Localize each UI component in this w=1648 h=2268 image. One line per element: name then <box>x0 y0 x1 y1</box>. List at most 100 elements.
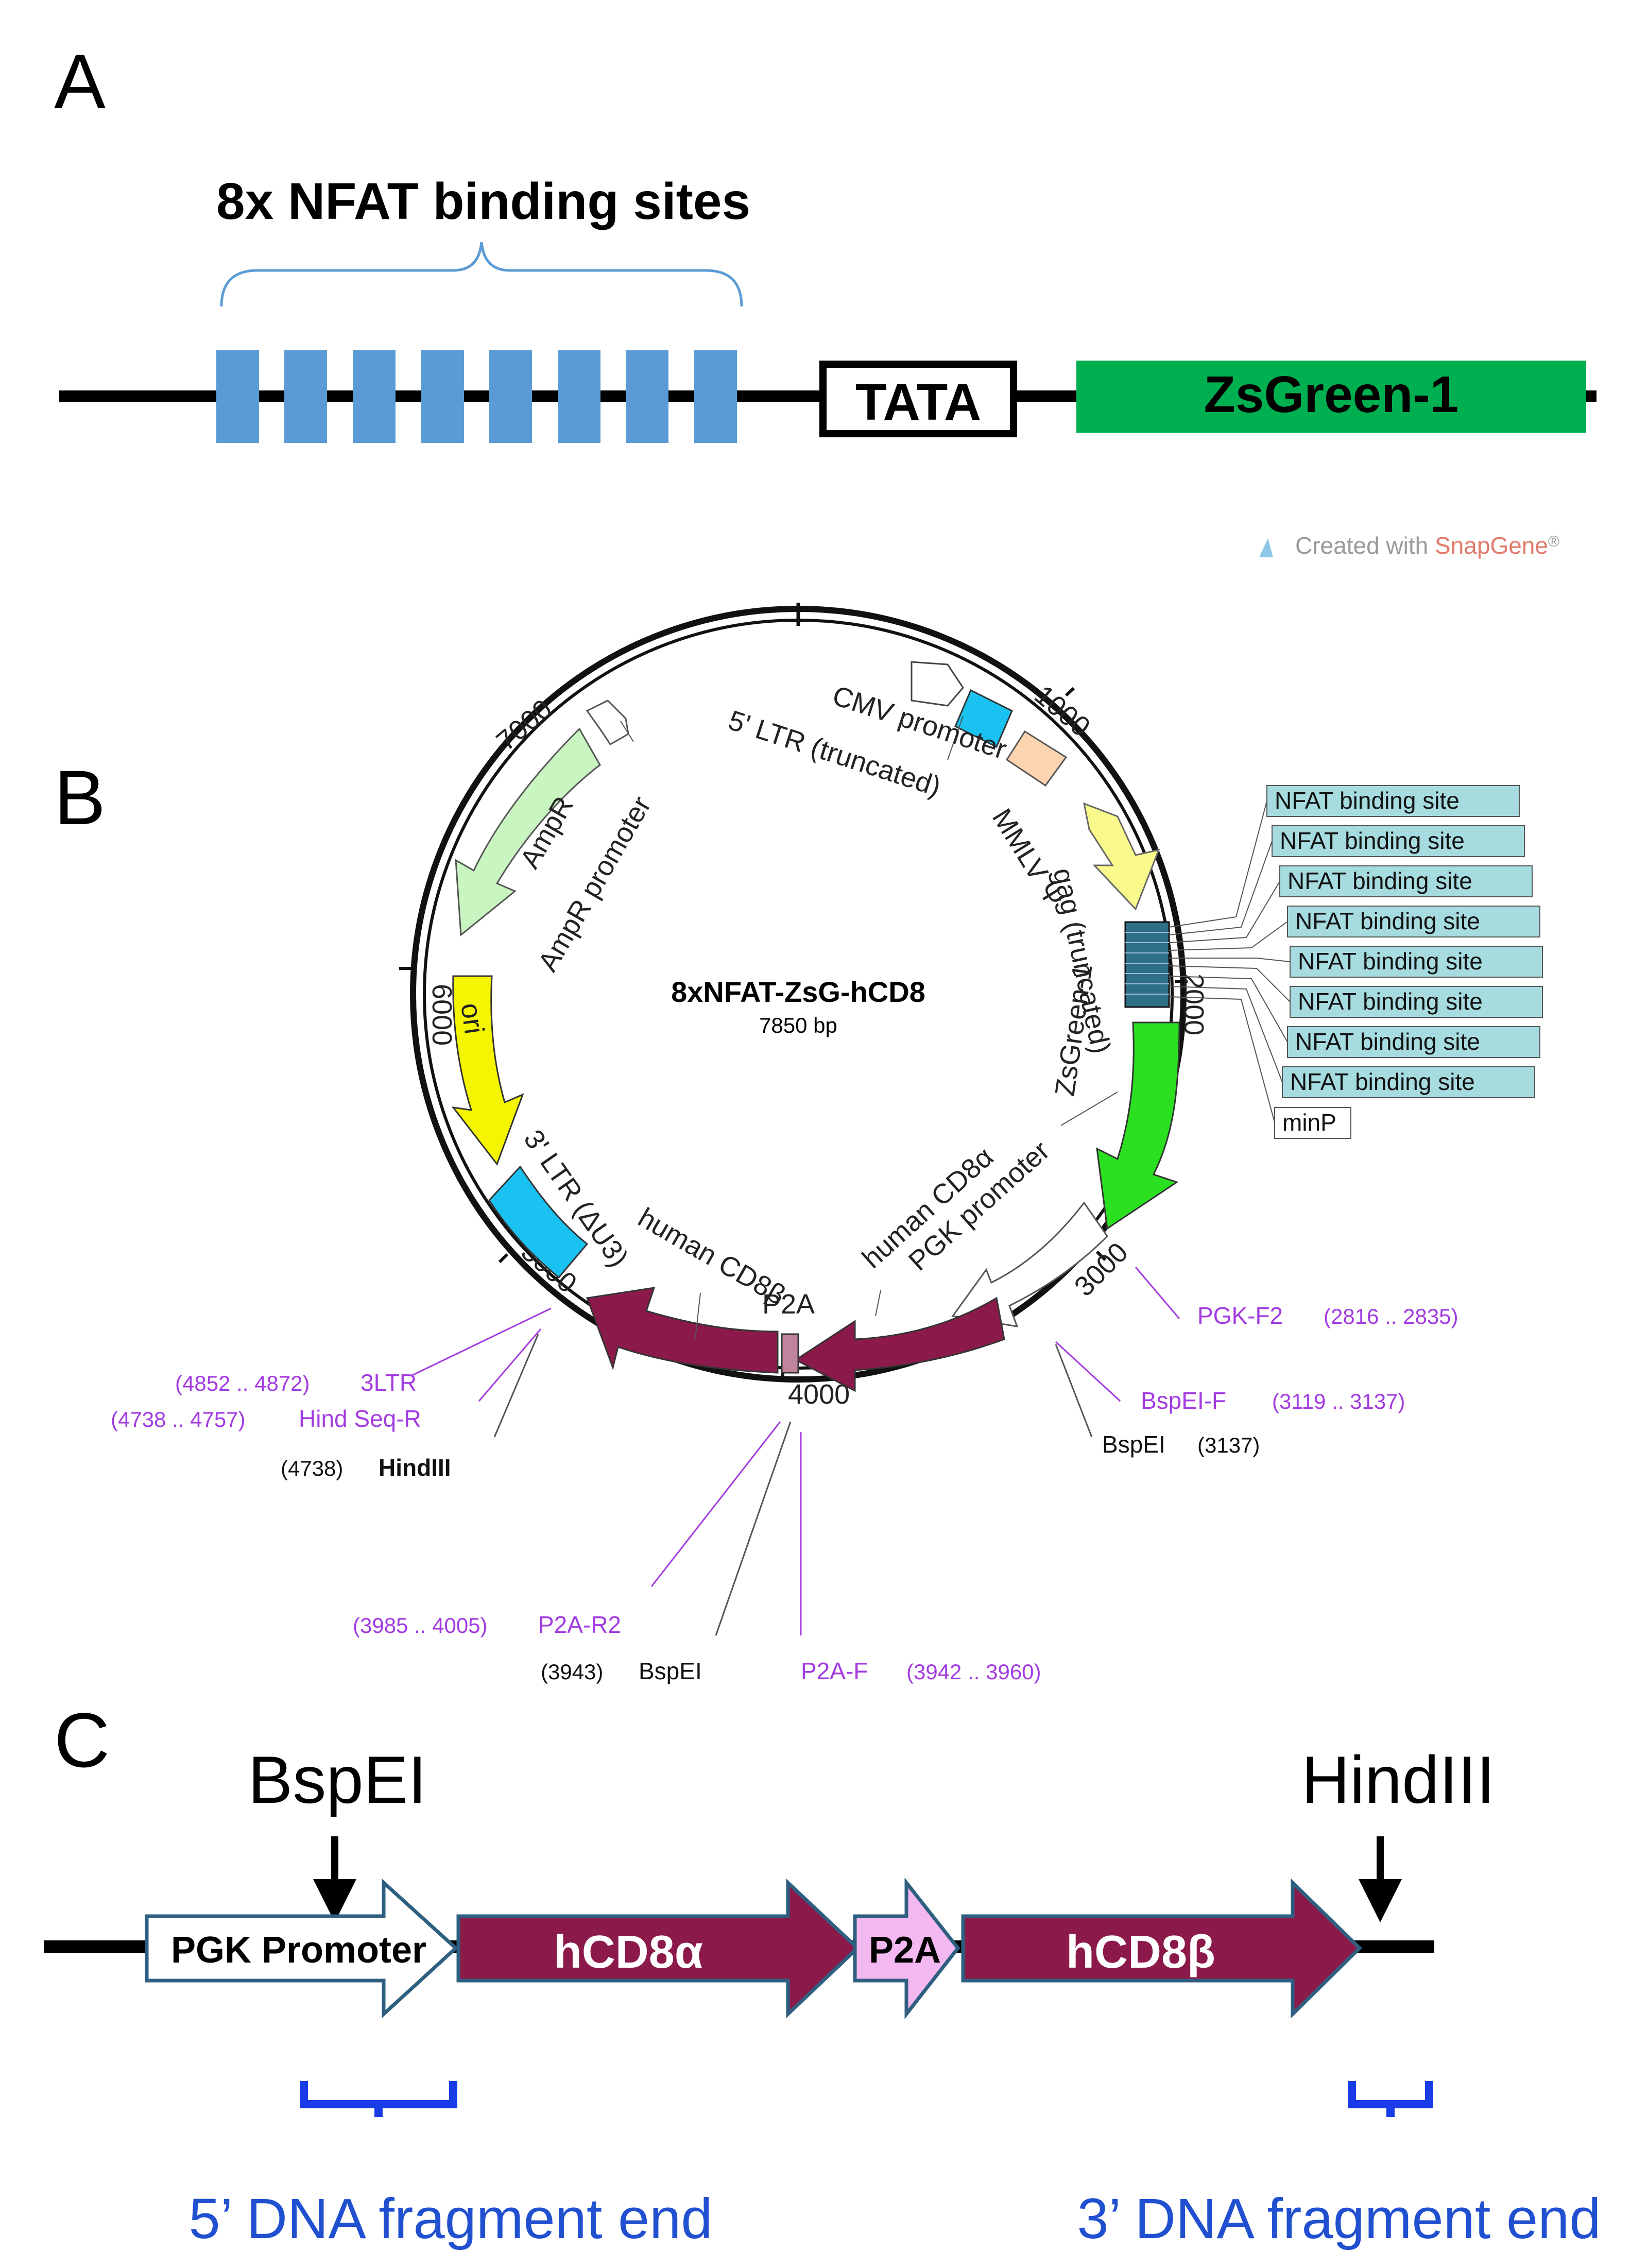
feature-leaders <box>620 715 1118 1340</box>
bracket-5-prime <box>300 2081 457 2117</box>
snapgene-credit: Created with SnapGene® <box>1295 532 1559 559</box>
snapgene-logo <box>1259 538 1273 557</box>
svg-text:NFAT binding site: NFAT binding site <box>1295 908 1480 934</box>
nfat-site-item: NFAT binding site <box>1287 1026 1540 1058</box>
p2a-f-coord: (3942 .. 3960) <box>906 1660 1041 1684</box>
zsgreen-box <box>1076 361 1586 433</box>
nfat-sites-bracket <box>220 242 743 307</box>
tick-1000: 1000 <box>1029 679 1096 743</box>
pgk-f2-annotation: PGK-F2 (2816 .. 2835) <box>1197 1302 1458 1329</box>
ampr-feature <box>455 727 601 936</box>
nfat-box <box>558 350 600 443</box>
nfat-site-item: NFAT binding site <box>1290 986 1543 1018</box>
svg-text:NFAT binding site: NFAT binding site <box>1298 948 1483 975</box>
svg-text:NFAT binding site: NFAT binding site <box>1288 867 1472 894</box>
hcd8b-arrow <box>961 1878 1362 2019</box>
nfat-site-item: NFAT binding site <box>1282 1066 1535 1098</box>
minp-item: minP <box>1274 1107 1351 1139</box>
hindiii-name: HindIII <box>379 1454 451 1481</box>
nfat-box <box>353 350 396 443</box>
nfat-box <box>626 350 668 443</box>
cd8b-feature <box>586 1287 779 1374</box>
p2a-map-label: P2A <box>762 1289 815 1320</box>
fragment-end-5-label: 5’ DNA fragment end <box>188 2187 712 2250</box>
hcd8a-arrow <box>456 1878 861 2019</box>
zsgreen-label: ZsGreen-1 <box>1204 366 1459 423</box>
bspei-f-coord: (3119 .. 3137) <box>1272 1389 1405 1413</box>
panel-letter-c: C <box>54 1697 110 1783</box>
ltr3-primer-coord: (4852 .. 4872) <box>175 1371 310 1395</box>
tick-4000: 4000 <box>788 1379 850 1410</box>
tick-1000-mark <box>1065 687 1075 697</box>
pgk-f2-name: PGK-F2 <box>1197 1302 1283 1329</box>
hind-seq-r-name: Hind Seq-R <box>299 1405 421 1432</box>
hcd8a-label: hCD8α <box>554 1926 703 1978</box>
hcd8b-label: hCD8β <box>1066 1926 1215 1978</box>
panel-a: A 8x NFAT binding sites TATA ZsGreen-1 <box>54 38 1596 443</box>
snapgene-watermark: Created with SnapGene® <box>1259 532 1559 559</box>
panel-c: C BspEI HindIII PGK Promoter hCD8α P2A h… <box>44 1697 1601 2250</box>
bspei-3943-coord: (3943) <box>541 1660 603 1684</box>
panel-b: B 8xNFAT-ZsG-hCD8 7850 bp 1000 2000 3000… <box>54 603 1543 1684</box>
pgk-f2-coord: (2816 .. 2835) <box>1324 1304 1458 1328</box>
bspei-3137-name: BspEI <box>1102 1431 1165 1458</box>
nfat-site-leaders <box>1169 800 1291 1123</box>
hindiii-site-label: HindIII <box>1301 1742 1495 1817</box>
bspei-3137-coord: (3137) <box>1197 1433 1260 1457</box>
tick-5000-mark <box>498 1253 509 1264</box>
p2a-feature <box>781 1333 799 1374</box>
hindiii-annotation: (4738) HindIII <box>281 1454 451 1481</box>
bspei-3943-annotation: (3943) BspEI <box>541 1658 702 1684</box>
p2a-f-name: P2A-F <box>801 1658 868 1684</box>
bspei-site-label: BspEI <box>248 1742 427 1817</box>
nfat-box <box>694 350 737 443</box>
nfat-cluster-feature <box>1124 921 1170 1008</box>
tata-label: TATA <box>855 373 981 431</box>
cmv-promoter-feature <box>911 661 964 707</box>
panel-letter-a: A <box>54 38 106 125</box>
bspei-3137-annotation: BspEI (3137) <box>1102 1431 1260 1458</box>
hind-seq-r-coord: (4738 .. 4757) <box>111 1407 246 1431</box>
p2a-r2-coord: (3985 .. 4005) <box>353 1613 488 1638</box>
bracket-3-prime <box>1348 2081 1433 2117</box>
nfat-box <box>284 350 327 443</box>
ltr3-primer-annotation: (4852 .. 4872) 3LTR <box>175 1369 417 1396</box>
nfat-site-item: NFAT binding site <box>1290 946 1543 978</box>
tata-box <box>819 361 1017 437</box>
plasmid-name: 8xNFAT-ZsG-hCD8 <box>671 976 925 1008</box>
tick-6000: 6000 <box>426 984 457 1046</box>
p2a-f-annotation: P2A-F (3942 .. 3960) <box>801 1658 1041 1684</box>
cd8a-feature <box>794 1297 1005 1392</box>
fragment-end-3-label: 3’ DNA fragment end <box>1077 2187 1601 2250</box>
p2a-r2-name: P2A-R2 <box>538 1611 621 1638</box>
nfat-site-item: NFAT binding site <box>1266 785 1520 817</box>
bspei-f-name: BspEI-F <box>1141 1387 1226 1414</box>
nfat-box <box>216 350 259 443</box>
plasmid-size: 7850 bp <box>759 1013 837 1037</box>
pgk-promoter-arrow <box>145 1879 459 2018</box>
gag-feature <box>1083 802 1160 911</box>
nfat-site-item: NFAT binding site <box>1272 825 1525 857</box>
annotation-leaders <box>411 1267 1180 1636</box>
p2a-arrow <box>853 1877 960 2020</box>
bspei-3943-name: BspEI <box>639 1658 702 1684</box>
ampr-promoter-feature <box>586 700 629 745</box>
ori-feature <box>451 975 524 1166</box>
zsgreen-feature <box>1096 1021 1180 1230</box>
ltr3-primer-name: 3LTR <box>360 1369 417 1396</box>
svg-text:minP: minP <box>1282 1109 1336 1136</box>
nfat-box <box>421 350 464 443</box>
pgk-promoter-label: PGK Promoter <box>171 1930 426 1971</box>
svg-text:NFAT binding site: NFAT binding site <box>1298 988 1483 1015</box>
hindiii-coord: (4738) <box>281 1456 343 1480</box>
nfat-site-item: NFAT binding site <box>1287 906 1540 937</box>
ltr5-feature <box>954 689 1013 748</box>
mmlv-psi-feature <box>1005 730 1068 787</box>
p2a-r2-annotation: (3985 .. 4005) P2A-R2 <box>353 1611 621 1638</box>
p2a-label: P2A <box>869 1930 941 1971</box>
nfat-site-item: NFAT binding site <box>1279 865 1533 897</box>
tick-7000-mark <box>547 692 558 703</box>
tick-2000: 2000 <box>1178 974 1209 1035</box>
nfat-site-list: NFAT binding site NFAT binding site NFAT… <box>1266 785 1543 1139</box>
